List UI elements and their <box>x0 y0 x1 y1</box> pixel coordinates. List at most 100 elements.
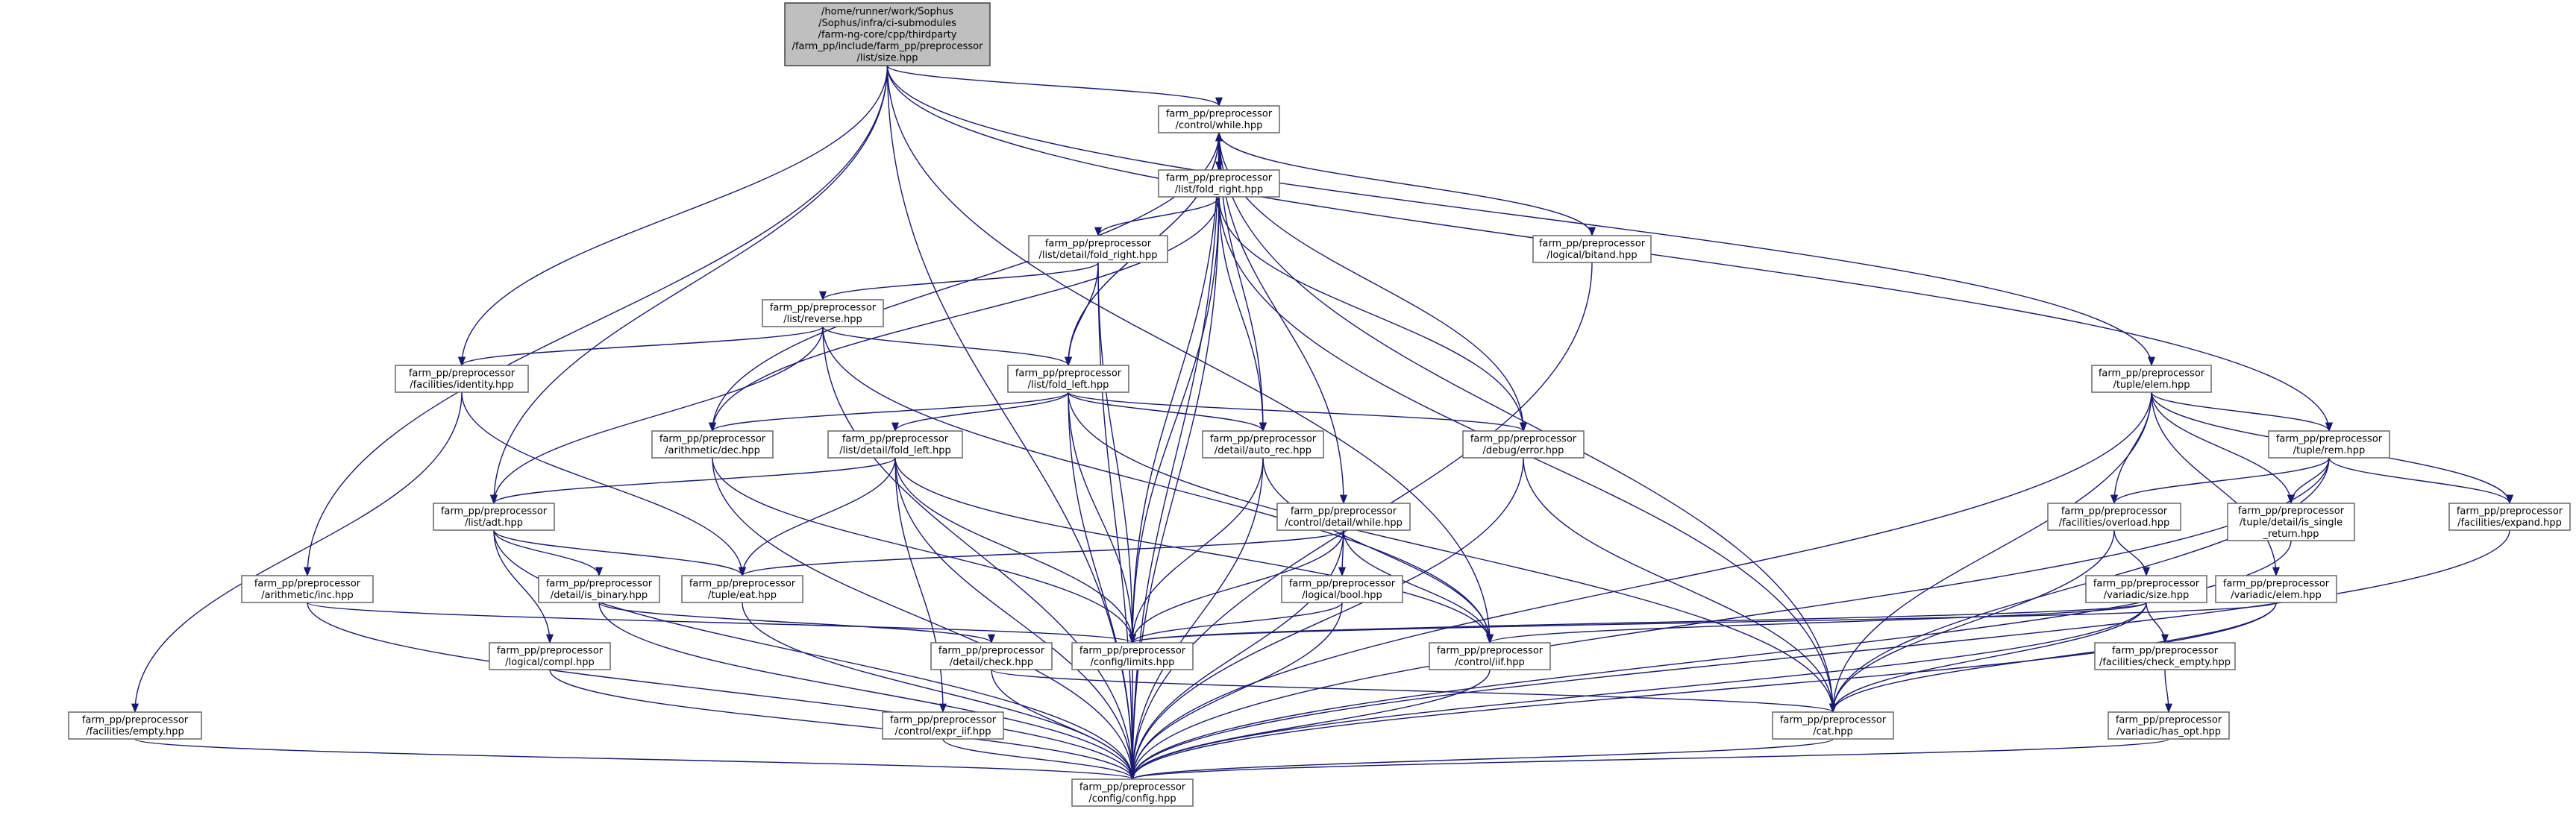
node-check[interactable]: farm_pp/preprocessor/detail/check.hpp <box>930 642 1053 670</box>
node-auto-rec[interactable]: farm_pp/preprocessor/detail/auto_rec.hpp <box>1202 430 1324 459</box>
node-debug-error[interactable]: farm_pp/preprocessor/debug/error.hpp <box>1462 430 1585 459</box>
node-box <box>2227 503 2355 541</box>
node-label-line: farm_pp/preprocessor <box>1780 715 1887 726</box>
node-label-line: /control/while.hpp <box>1176 120 1263 131</box>
node-label-line: /tuple/elem.hpp <box>2113 380 2190 391</box>
edge-is_binary-to-check <box>598 602 995 644</box>
node-label-line: farm_pp/preprocessor <box>2061 506 2168 517</box>
edge-layer <box>131 65 2513 781</box>
node-label-line: /facilities/overload.hpp <box>2059 517 2169 529</box>
edge-dec-to-limits <box>712 457 1136 644</box>
node-overload[interactable]: farm_pp/preprocessor/facilities/overload… <box>2047 503 2181 531</box>
node-is-binary[interactable]: farm_pp/preprocessor/detail/is_binary.hp… <box>538 575 660 603</box>
node-label-line: farm_pp/preprocessor <box>938 646 1045 657</box>
edge-detail_fold_right-to-config <box>1097 262 1137 781</box>
node-box <box>2085 575 2207 603</box>
node-label-line: farm_pp/preprocessor <box>2457 506 2563 517</box>
edge-fold_right-to-limits <box>1128 196 1220 644</box>
edge-while-to-bitand <box>1218 132 1596 237</box>
node-detail-fold-right[interactable]: farm_pp/preprocessor/list/detail/fold_ri… <box>1028 235 1168 263</box>
node-compl[interactable]: farm_pp/preprocessor/logical/compl.hpp <box>489 642 611 670</box>
node-limits[interactable]: farm_pp/preprocessor/config/limits.hpp <box>1071 642 1194 670</box>
node-tuple-elem[interactable]: farm_pp/preprocessor/tuple/elem.hpp <box>2091 365 2212 393</box>
node-label-line: farm_pp/preprocessor <box>1210 434 1317 445</box>
edge-iif-to-config <box>1129 669 1491 781</box>
node-box <box>1462 430 1585 459</box>
node-iif[interactable]: farm_pp/preprocessor/control/iif.hpp <box>1429 642 1551 670</box>
edge-while-to-dec <box>709 132 1220 432</box>
node-cat[interactable]: farm_pp/preprocessor/cat.hpp <box>1772 711 1894 740</box>
node-detail-while[interactable]: farm_pp/preprocessor/control/detail/whil… <box>1276 503 1411 531</box>
node-variadic-elem[interactable]: farm_pp/preprocessor/variadic/elem.hpp <box>2215 575 2337 603</box>
node-reverse[interactable]: farm_pp/preprocessor/list/reverse.hpp <box>762 299 884 327</box>
node-expand[interactable]: farm_pp/preprocessor/facilities/expand.h… <box>2448 503 2571 531</box>
node-label-line: /list/fold_right.hpp <box>1175 184 1263 195</box>
edge-overload-to-cat <box>1828 529 2115 714</box>
node-fold-right[interactable]: farm_pp/preprocessor/list/fold_right.hpp <box>1158 169 1280 198</box>
node-label-line: /tuple/rem.hpp <box>2293 445 2366 456</box>
node-while[interactable]: farm_pp/preprocessor/control/while.hpp <box>1158 105 1280 133</box>
node-box <box>2108 711 2230 740</box>
edge-auto_rec-to-iif <box>1262 457 1494 644</box>
root-file-node[interactable]: /home/runner/work/Sophus/Sophus/infra/ci… <box>784 2 991 66</box>
node-identity[interactable]: farm_pp/preprocessor/facilities/identity… <box>395 365 529 393</box>
node-bitand[interactable]: farm_pp/preprocessor/logical/bitand.hpp <box>1532 235 1652 263</box>
node-inc[interactable]: farm_pp/preprocessor/arithmetic/inc.hpp <box>241 575 374 603</box>
node-label-line: /arithmetic/dec.hpp <box>665 445 760 456</box>
node-label-line: farm_pp/preprocessor <box>2276 434 2383 445</box>
edge-variadic_elem-to-config <box>1129 602 2277 781</box>
node-is-single-return[interactable]: farm_pp/preprocessor/tuple/detail/is_sin… <box>2227 503 2355 541</box>
edge-reverse-to-config <box>822 326 1137 781</box>
node-config[interactable]: farm_pp/preprocessor/config/config.hpp <box>1071 778 1194 807</box>
node-label-line: /debug/error.hpp <box>1483 445 1564 456</box>
edge-fold_left-to-detail_fold_left <box>891 391 1069 432</box>
edge-variadic_size-to-cat <box>1829 602 2147 714</box>
edge-overload-to-variadic_size <box>2113 529 2151 577</box>
node-box <box>1158 105 1280 133</box>
node-empty[interactable]: farm_pp/preprocessor/facilities/empty.hp… <box>68 711 202 740</box>
node-check-empty[interactable]: farm_pp/preprocessor/facilities/check_em… <box>2094 642 2236 670</box>
node-label-line: /facilities/check_empty.hpp <box>2099 657 2231 668</box>
node-box <box>2448 503 2571 531</box>
node-eat[interactable]: farm_pp/preprocessor/tuple/eat.hpp <box>681 575 803 603</box>
node-label-line: /Sophus/infra/ci-submodules <box>818 18 956 29</box>
node-label-line: /farm_pp/include/farm_pp/preprocessor <box>792 41 983 52</box>
node-box <box>1202 430 1324 459</box>
node-dec[interactable]: farm_pp/preprocessor/arithmetic/dec.hpp <box>651 430 774 459</box>
edge-expr_iif-to-config <box>942 738 1136 781</box>
node-box <box>1028 235 1168 263</box>
edge-tuple_elem-to-rem <box>2151 391 2333 432</box>
edge-root-to-identity <box>457 65 889 367</box>
edge-tuple_elem-to-variadic_elem <box>2151 391 2281 577</box>
edge-cat-to-config <box>1129 738 1834 781</box>
edge-reverse-to-adt <box>490 326 824 505</box>
edge-fold_right-to-debug_error <box>1218 196 1528 432</box>
node-expr-iif[interactable]: farm_pp/preprocessor/control/expr_iif.hp… <box>882 711 1004 740</box>
node-label-line: /variadic/has_opt.hpp <box>2116 726 2221 737</box>
edge-fold_right-to-config <box>1128 196 1220 781</box>
node-label-line: /logical/bool.hpp <box>1302 590 1382 601</box>
node-label-line: /list/fold_left.hpp <box>1028 380 1109 391</box>
node-label-line: /farm-ng-core/cpp/thirdparty <box>818 29 957 40</box>
node-variadic-size[interactable]: farm_pp/preprocessor/variadic/size.hpp <box>2085 575 2207 603</box>
node-bool[interactable]: farm_pp/preprocessor/logical/bool.hpp <box>1281 575 1403 603</box>
node-label-line: _return.hpp <box>2262 529 2319 540</box>
node-has-opt[interactable]: farm_pp/preprocessor/variadic/has_opt.hp… <box>2108 711 2230 740</box>
edge-detail_fold_left-to-iif <box>894 457 1494 644</box>
edge-bool-to-config <box>1128 602 1343 781</box>
edge-root-to-inc <box>303 65 889 577</box>
node-label-line: farm_pp/preprocessor <box>2238 506 2345 517</box>
node-detail-fold-left[interactable]: farm_pp/preprocessor/list/detail/fold_le… <box>827 430 963 459</box>
node-rem[interactable]: farm_pp/preprocessor/tuple/rem.hpp <box>2268 430 2390 459</box>
edge-debug_error-to-config <box>1128 457 1524 781</box>
node-label-line: /arithmetic/inc.hpp <box>261 590 353 601</box>
node-label-line: /facilities/empty.hpp <box>86 726 184 737</box>
node-adt[interactable]: farm_pp/preprocessor/list/adt.hpp <box>433 503 555 531</box>
edge-fold_left-to-config <box>1068 391 1137 781</box>
node-box <box>433 503 555 531</box>
node-label-line: farm_pp/preprocessor <box>1470 434 1577 445</box>
node-label-line: /list/adt.hpp <box>465 517 523 529</box>
node-box <box>538 575 660 603</box>
node-fold-left[interactable]: farm_pp/preprocessor/list/fold_left.hpp <box>1007 365 1129 393</box>
